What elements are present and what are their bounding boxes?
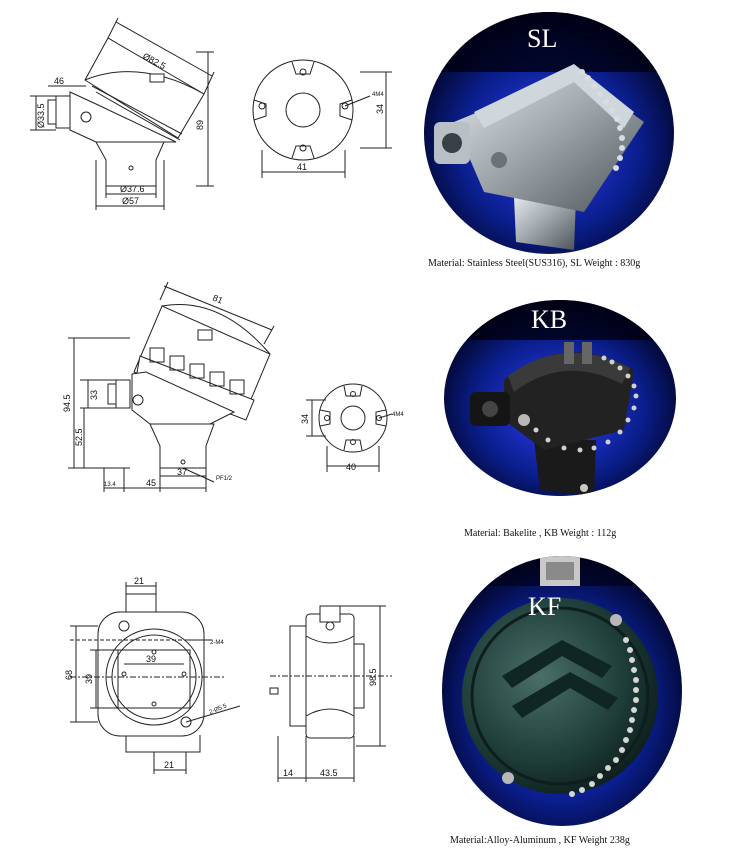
sl-dim-offset: 46 — [54, 76, 64, 86]
kf-terminal-head-illustration — [442, 556, 682, 826]
sl-caption: Material: Stainless Steel(SUS316), SL We… — [428, 258, 641, 269]
sl-photo-label: SL — [527, 24, 558, 53]
sl-dim-base-diameter: Ø57 — [122, 196, 139, 206]
sl-product-photo — [424, 12, 674, 254]
kb-dim-thread: 4M4 — [392, 412, 404, 418]
sl-dim-height: 89 — [195, 120, 205, 130]
kb-dim-offset: 13.4 — [104, 482, 116, 488]
kb-terminal-head-illustration — [444, 300, 676, 496]
sl-dim-thread: 4M4 — [372, 92, 384, 98]
kb-side-view — [68, 281, 275, 492]
kf-dim-bottom-width: 21 — [164, 760, 174, 770]
kb-dim-thread-label: PF1/2 — [216, 476, 233, 482]
sl-dim-inner-diameter: Ø37.6 — [120, 184, 145, 194]
sl-dim-hole-spacing-v: 34 — [375, 104, 385, 114]
kf-photo-label: KF — [528, 592, 562, 621]
kf-dim-inner-width: 39 — [146, 654, 156, 664]
kb-dim-hole-spacing-h: 40 — [346, 462, 356, 472]
kb-caption: Material: Bakelite , KB Weight : 112g — [464, 528, 617, 539]
kf-product-photo — [442, 556, 682, 826]
sl-terminal-head-illustration — [424, 12, 674, 254]
kb-product-photo — [444, 300, 676, 496]
kb-dim-cover-width: 81 — [211, 293, 224, 306]
sl-side-view — [30, 17, 215, 210]
kb-dim-hole-spacing-v: 34 — [300, 414, 310, 424]
sl-dim-hole-spacing-h: 41 — [297, 162, 307, 172]
kf-caption: Material:Alloy-Aluminum , KF Weight 238g — [450, 835, 630, 846]
kf-dim-thread-bottom: 2-Ø5.5 — [209, 703, 229, 716]
kb-dim-overall-height: 94.5 — [62, 394, 72, 412]
sl-top-view — [252, 59, 392, 178]
kb-photo-label: KB — [531, 305, 568, 334]
kf-dim-inner-height: 39 — [84, 674, 94, 684]
kf-dim-height: 68 — [64, 670, 74, 680]
kf-dim-top-width: 21 — [134, 576, 144, 586]
kb-dim-base-height: 52.5 — [74, 428, 84, 446]
kb-dim-base-width: 45 — [146, 478, 156, 488]
kf-dim-side-height: 98.5 — [368, 668, 378, 686]
sl-dim-thread-diameter: Ø33.5 — [36, 103, 46, 128]
kf-front-view — [70, 582, 241, 774]
kf-dim-flange: 14 — [283, 768, 293, 778]
kb-dim-bore: 37 — [177, 467, 187, 477]
kf-side-view — [269, 605, 392, 782]
kf-dim-thread-top: 2-M4 — [210, 640, 224, 646]
kb-top-view — [306, 383, 393, 472]
kf-dim-depth: 43.5 — [320, 768, 338, 778]
kb-dim-connector: 33 — [89, 390, 99, 400]
